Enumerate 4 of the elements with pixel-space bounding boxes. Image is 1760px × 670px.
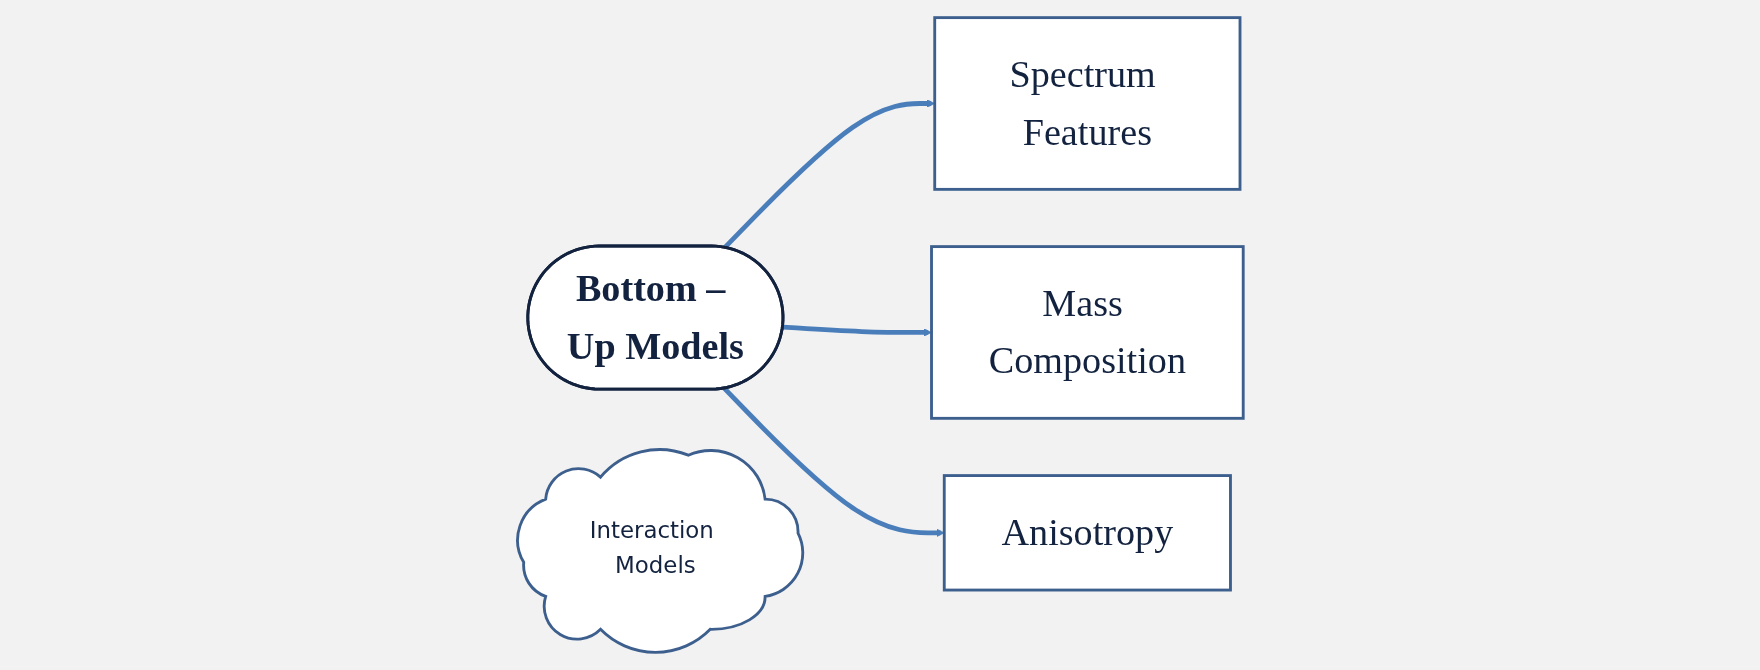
arrow	[782, 324, 932, 337]
node-box: Anisotropy	[942, 474, 1232, 592]
node-box: Mass Composition	[929, 245, 1245, 420]
node-box: Spectrum Features	[932, 16, 1241, 191]
